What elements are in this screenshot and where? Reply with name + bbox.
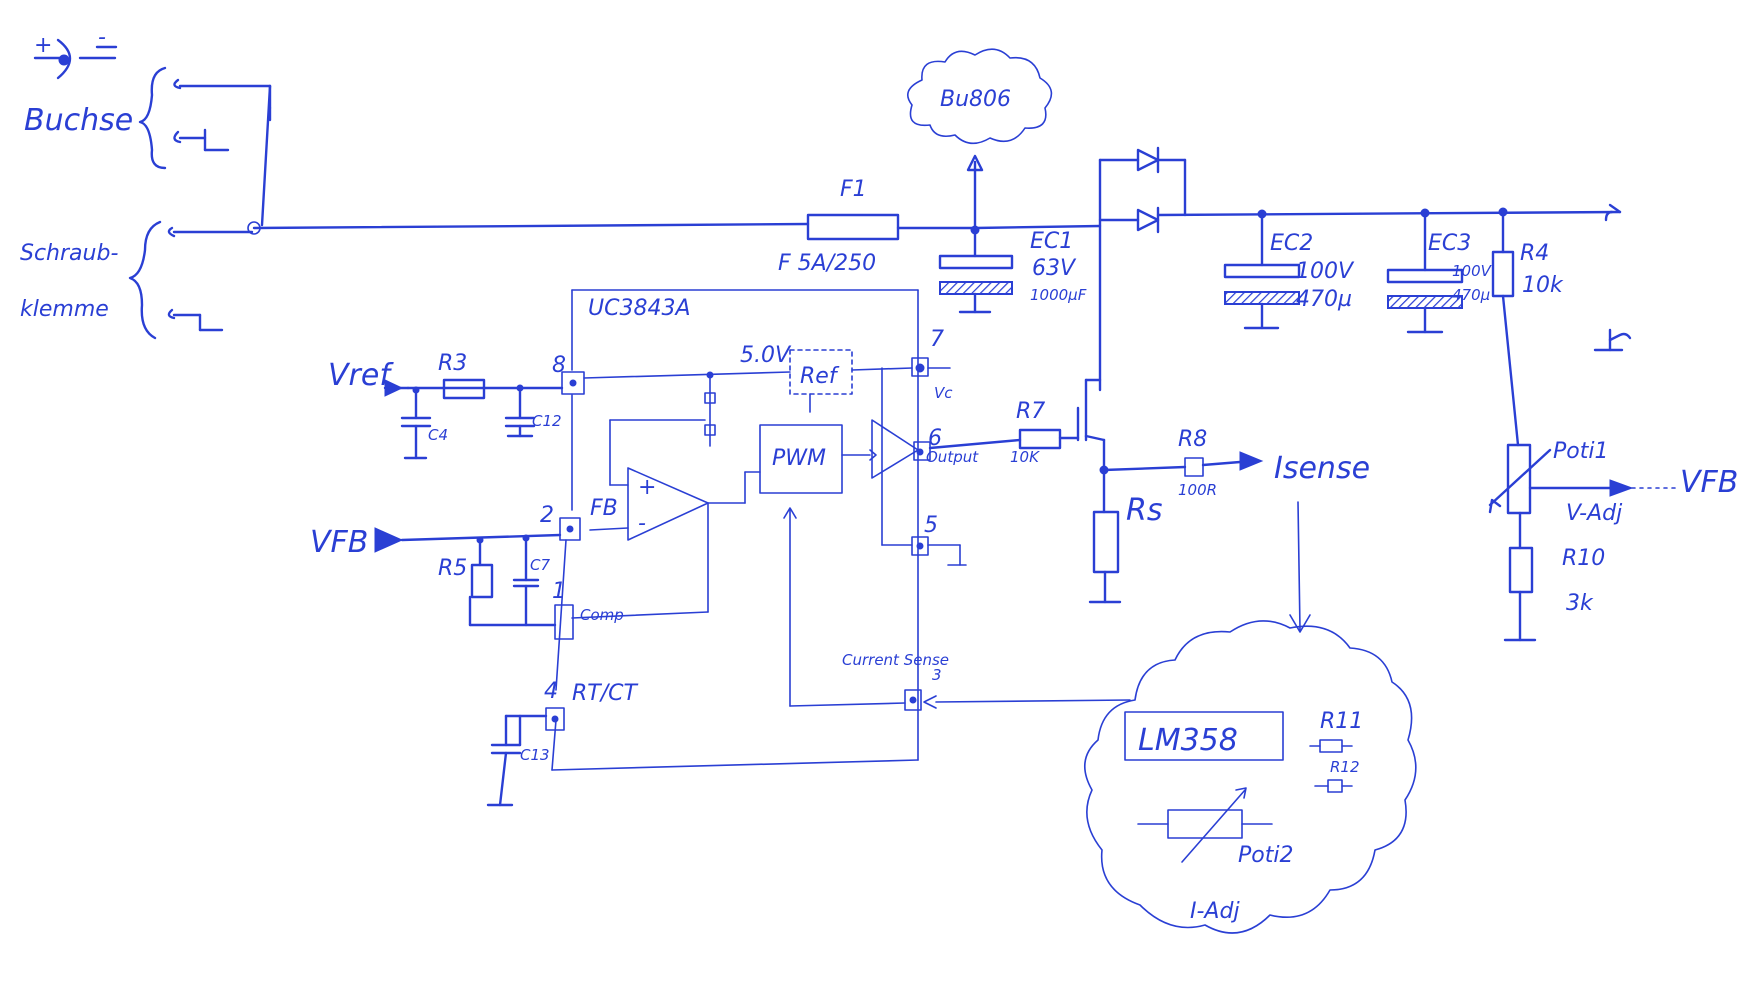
r7-label: R7 bbox=[1016, 399, 1045, 424]
capacitor-ec2 bbox=[1223, 209, 1301, 330]
ec1-label: EC1 bbox=[1030, 229, 1073, 254]
ec2-voltage: 100V bbox=[1296, 259, 1355, 284]
r3-label: R3 bbox=[438, 351, 467, 376]
c4-label: C4 bbox=[428, 426, 448, 444]
output-driver bbox=[871, 378, 1106, 479]
vfb-left-label: VFB bbox=[310, 525, 368, 560]
pin7-label: 7 bbox=[930, 327, 944, 352]
rs-label: Rs bbox=[1126, 493, 1162, 528]
r5-label: R5 bbox=[438, 556, 467, 581]
pin4-label: 4 bbox=[544, 679, 558, 704]
schraub-label: Schraub- bbox=[20, 241, 118, 266]
rectifier-diodes bbox=[973, 146, 1622, 392]
rtct-label: RT/CT bbox=[572, 681, 638, 706]
opamp-minus: - bbox=[638, 511, 646, 536]
ec2-capacitance: 470µ bbox=[1296, 287, 1352, 312]
schraubklemme-connector bbox=[128, 220, 254, 340]
pin3-current-sense bbox=[783, 507, 1131, 711]
polarity-minus: - bbox=[98, 25, 106, 50]
r4-value: 10k bbox=[1522, 273, 1564, 298]
pin5-label: 5 bbox=[924, 513, 938, 538]
v-adj-label: V-Adj bbox=[1566, 501, 1623, 526]
vc-label: Vc bbox=[934, 384, 953, 402]
lm358-label: LM358 bbox=[1138, 723, 1238, 758]
vfb-right-label: VFB bbox=[1680, 465, 1738, 500]
current-sense-label: Current Sense bbox=[842, 651, 949, 669]
fuse-f1 bbox=[806, 213, 977, 241]
ec3-voltage: 100V bbox=[1452, 262, 1493, 280]
polarity-plus: + bbox=[34, 33, 52, 58]
r8-value: 100R bbox=[1178, 481, 1217, 499]
r10-label: R10 bbox=[1562, 546, 1605, 571]
fb-label: FB bbox=[590, 496, 618, 521]
c12-label: C12 bbox=[532, 412, 562, 430]
isense-label: Isense bbox=[1274, 451, 1370, 486]
poti2-label: Poti2 bbox=[1238, 843, 1293, 868]
isense-arrow bbox=[1289, 501, 1311, 633]
poti1-label: Poti1 bbox=[1553, 439, 1608, 464]
buchse-label: Buchse bbox=[24, 103, 133, 138]
klemme-label: klemme bbox=[20, 297, 109, 322]
transistor-cloud bbox=[906, 48, 1053, 230]
r4-label: R4 bbox=[1520, 241, 1549, 266]
ec2-label: EC2 bbox=[1270, 231, 1313, 256]
vref-label: Vref bbox=[328, 358, 394, 393]
pin2-label: 2 bbox=[540, 503, 554, 528]
r8-label: R8 bbox=[1178, 427, 1207, 452]
pin5-ground bbox=[881, 536, 967, 566]
voltage-divider bbox=[1488, 207, 1676, 642]
capacitor-ec1 bbox=[938, 225, 1014, 314]
lm358-cloud bbox=[1084, 620, 1417, 934]
c7-label: C7 bbox=[530, 556, 550, 574]
c13-label: C13 bbox=[520, 746, 550, 764]
pin3-label: 3 bbox=[932, 666, 942, 684]
pin8-label: 8 bbox=[552, 353, 566, 378]
error-amplifier bbox=[571, 419, 761, 619]
transistor-label: Bu806 bbox=[940, 87, 1011, 112]
ec1-voltage: 63V bbox=[1032, 256, 1077, 281]
output-label: Output bbox=[926, 448, 979, 466]
sense-network bbox=[1088, 451, 1264, 604]
ground-symbol bbox=[1593, 328, 1632, 352]
pin8-vref-network bbox=[383, 371, 791, 460]
f1-label: F1 bbox=[840, 177, 867, 202]
pin7-vc bbox=[881, 357, 951, 546]
buchse-connector bbox=[138, 66, 272, 170]
pin2-fb-network bbox=[374, 517, 581, 627]
ref-label: Ref bbox=[800, 364, 840, 389]
input-rail bbox=[247, 84, 810, 235]
pin6-label: 6 bbox=[928, 426, 942, 451]
pin4-rtct-network bbox=[486, 707, 565, 807]
dc-jack-symbol bbox=[33, 38, 118, 80]
ec3-label: EC3 bbox=[1428, 231, 1471, 256]
r12-label: R12 bbox=[1330, 758, 1360, 776]
uc-label: UC3843A bbox=[588, 296, 691, 321]
pwm-label: PWM bbox=[772, 446, 826, 471]
ec1-capacitance: 1000µF bbox=[1030, 286, 1087, 304]
r7-value: 10K bbox=[1010, 448, 1040, 466]
ref-voltage-label: 5.0V bbox=[740, 343, 792, 368]
pin1-label: 1 bbox=[552, 579, 566, 604]
opamp-plus: + bbox=[638, 475, 656, 500]
ec3-capacitance: 470µ bbox=[1452, 286, 1490, 304]
comp-label: Comp bbox=[580, 606, 624, 624]
pin1-comp bbox=[554, 604, 574, 640]
fuse-rating-label: F 5A/250 bbox=[778, 251, 876, 276]
r11-label: R11 bbox=[1320, 709, 1363, 734]
i-adj-label: I-Adj bbox=[1190, 899, 1240, 924]
capacitor-ec3 bbox=[1386, 208, 1464, 334]
r10-value: 3k bbox=[1566, 591, 1594, 616]
